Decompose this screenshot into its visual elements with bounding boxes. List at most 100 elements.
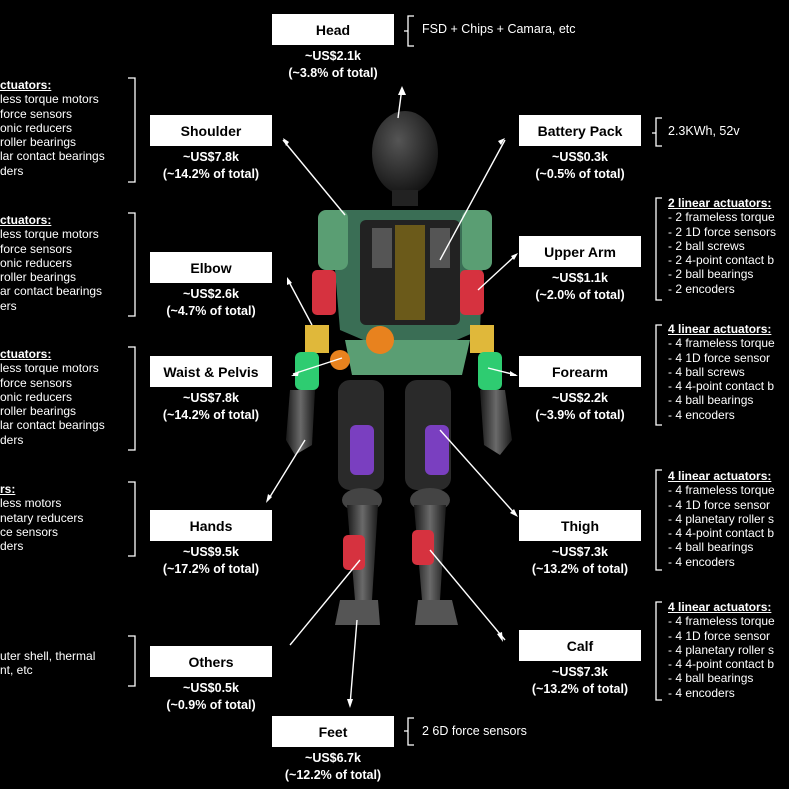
right_lists-line: - 4 frameless torque bbox=[668, 614, 775, 629]
right_lists-line: - 4 1D force sensor bbox=[668, 350, 771, 365]
upperarm-label-box: Upper Arm bbox=[519, 236, 641, 267]
forearm-label-box: Forearm bbox=[519, 356, 641, 387]
left_lists-line: less torque motors bbox=[0, 227, 99, 242]
calf-cost-share: (~13.2% of total) bbox=[531, 682, 629, 696]
left_lists-line: ar contact bearings bbox=[0, 284, 103, 299]
right_lists-line: - 2 ball bearings bbox=[668, 267, 754, 282]
left_lists-line: ders bbox=[0, 163, 24, 178]
head-cost-share: (~3.8% of total) bbox=[288, 66, 378, 80]
waist-label-box: Waist & Pelvis bbox=[150, 356, 272, 387]
waist-cost-share: (~14.2% of total) bbox=[162, 408, 260, 422]
thigh-cost-value: ~US$7.3k bbox=[552, 545, 608, 559]
upperarm-cost-share: (~2.0% of total) bbox=[535, 288, 625, 302]
hands-cost: ~US$9.5k (~17.2% of total) bbox=[131, 544, 291, 578]
left_lists-line: onic reducers bbox=[0, 389, 73, 404]
elbow-cost-share: (~4.7% of total) bbox=[166, 304, 256, 318]
feet-cost-value: ~US$6.7k bbox=[305, 751, 361, 765]
waist-cost: ~US$7.8k (~14.2% of total) bbox=[131, 390, 291, 424]
battery-cost-share: (~0.5% of total) bbox=[535, 167, 625, 181]
left_lists-line: ctuators: bbox=[0, 78, 52, 92]
right_lists-3: 4 linear actuators:- 4 frameless torque-… bbox=[668, 600, 775, 700]
thigh-label-box: Thigh bbox=[519, 510, 641, 541]
right_lists-line: - 2 1D force sensors bbox=[668, 224, 777, 239]
head-cost: ~US$2.1k(~3.8% of total) bbox=[253, 48, 413, 82]
upperarm-cost-value: ~US$1.1k bbox=[552, 271, 608, 285]
left_lists-line: roller bearings bbox=[0, 404, 77, 419]
left_lists-line: force sensors bbox=[0, 106, 73, 121]
left_lists-line: ders bbox=[0, 539, 24, 554]
thigh-cost: ~US$7.3k (~13.2% of total) bbox=[500, 544, 660, 578]
others-label-box: Others bbox=[150, 646, 272, 677]
right_lists-line: - 4 ball bearings bbox=[668, 540, 754, 555]
hands-cost-share: (~17.2% of total) bbox=[162, 562, 260, 576]
left_lists-line: less motors bbox=[0, 496, 62, 511]
elbow-cost: ~US$2.6k (~4.7% of total) bbox=[131, 286, 291, 320]
others-cost-share: (~0.9% of total) bbox=[166, 698, 256, 712]
right_lists-line: - 2 frameless torque bbox=[668, 210, 775, 225]
left_lists-line: roller bearings bbox=[0, 270, 77, 285]
left_lists-line: force sensors bbox=[0, 375, 73, 390]
battery-label-box: Battery Pack bbox=[519, 115, 641, 146]
forearm-cost-share: (~3.9% of total) bbox=[535, 408, 625, 422]
feet-note: 2 6D force sensors bbox=[422, 724, 527, 738]
right_lists-line: - 4 planetary roller s bbox=[668, 511, 775, 526]
right_lists-0: 2 linear actuators:- 2 frameless torque-… bbox=[668, 196, 776, 296]
right_lists-line: 4 linear actuators: bbox=[668, 322, 772, 336]
connector-arrows bbox=[267, 87, 517, 706]
feet-cost: ~US$6.7k (~12.2% of total) bbox=[253, 750, 413, 784]
elbow-label-box: Elbow bbox=[150, 252, 272, 283]
right_lists-line: - 4 planetary roller s bbox=[668, 642, 775, 657]
right_lists-line: - 4 ball bearings bbox=[668, 393, 754, 408]
waist-cost-value: ~US$7.8k bbox=[183, 391, 239, 405]
right_lists-line: - 4 frameless torque bbox=[668, 336, 775, 351]
left_lists-line: lar contact bearings bbox=[0, 418, 105, 433]
left_lists-line: nt, etc bbox=[0, 663, 33, 678]
right_lists-line: - 4 encoders bbox=[668, 685, 735, 700]
left_lists-line: ctuators: bbox=[0, 347, 52, 361]
right_lists-1: 4 linear actuators:- 4 frameless torque-… bbox=[668, 322, 775, 422]
right_lists-line: - 4 ball screws bbox=[668, 364, 745, 379]
right_lists-line: - 2 4-point contact b bbox=[668, 253, 775, 268]
right_lists-line: - 2 ball screws bbox=[668, 238, 745, 253]
others-cost: ~US$0.5k (~0.9% of total) bbox=[131, 680, 291, 714]
left_lists-line: ders bbox=[0, 432, 24, 447]
battery-note: 2.3KWh, 52v bbox=[668, 124, 740, 138]
left_lists-line: less torque motors bbox=[0, 92, 99, 107]
right_lists-line: 4 linear actuators: bbox=[668, 469, 772, 483]
upperarm-cost: ~US$1.1k (~2.0% of total) bbox=[500, 270, 660, 304]
left_lists-line: roller bearings bbox=[0, 135, 77, 150]
left_lists-line: onic reducers bbox=[0, 120, 73, 135]
battery-cost: ~US$0.3k (~0.5% of total) bbox=[500, 149, 660, 183]
calf-label-box: Calf bbox=[519, 630, 641, 661]
right_lists-line: 2 linear actuators: bbox=[668, 196, 772, 210]
forearm-cost-value: ~US$2.2k bbox=[552, 391, 608, 405]
feet-label-box: Feet bbox=[272, 716, 394, 747]
hands-cost-value: ~US$9.5k bbox=[183, 545, 239, 559]
left_lists-line: ctuators: bbox=[0, 213, 52, 227]
right_lists-line: - 4 encoders bbox=[668, 554, 735, 569]
battery-cost-value: ~US$0.3k bbox=[552, 150, 608, 164]
others-cost-value: ~US$0.5k bbox=[183, 681, 239, 695]
right_lists-line: - 4 4-point contact b bbox=[668, 526, 775, 541]
right_lists-2: 4 linear actuators:- 4 frameless torque-… bbox=[668, 469, 775, 569]
right_lists-line: - 4 1D force sensor bbox=[668, 497, 771, 512]
right_lists-line: - 4 ball bearings bbox=[668, 671, 754, 686]
right_lists-line: - 4 frameless torque bbox=[668, 483, 775, 498]
left_lists-line: uter shell, thermal bbox=[0, 649, 96, 663]
left_lists-line: onic reducers bbox=[0, 255, 73, 270]
left_lists-line: rs: bbox=[0, 482, 16, 496]
elbow-cost-value: ~US$2.6k bbox=[183, 287, 239, 301]
feet-cost-share: (~12.2% of total) bbox=[284, 768, 382, 782]
brackets bbox=[128, 15, 662, 746]
right_lists-line: - 4 encoders bbox=[668, 407, 735, 422]
shoulder-label-box: Shoulder bbox=[150, 115, 272, 146]
left_lists-line: less torque motors bbox=[0, 361, 99, 376]
thigh-cost-share: (~13.2% of total) bbox=[531, 562, 629, 576]
hands-label-box: Hands bbox=[150, 510, 272, 541]
